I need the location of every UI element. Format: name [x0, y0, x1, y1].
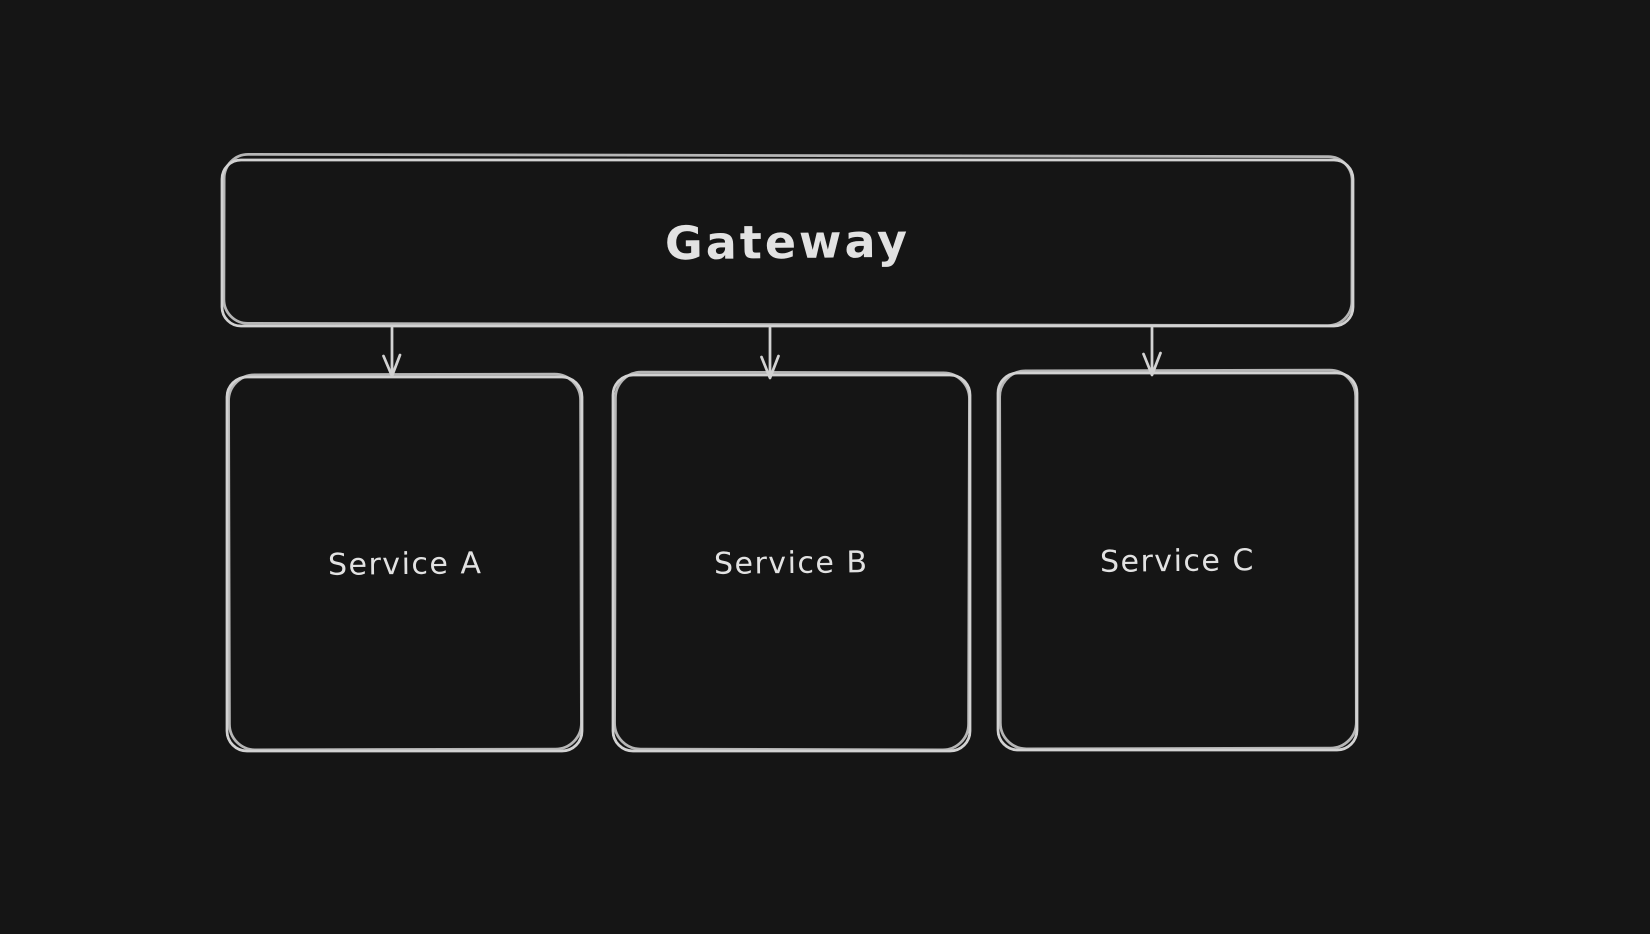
service-a-node-box[interactable]: [225, 372, 584, 753]
connector-arrow-gateway-to-service-c[interactable]: [1142, 326, 1162, 377]
service-c-node-box[interactable]: [996, 368, 1359, 752]
service-b-node-box[interactable]: [611, 370, 972, 753]
connector-arrow-gateway-to-service-b[interactable]: [760, 326, 780, 380]
connector-arrow-gateway-to-service-a[interactable]: [382, 326, 402, 378]
gateway-node-box[interactable]: [220, 152, 1355, 328]
